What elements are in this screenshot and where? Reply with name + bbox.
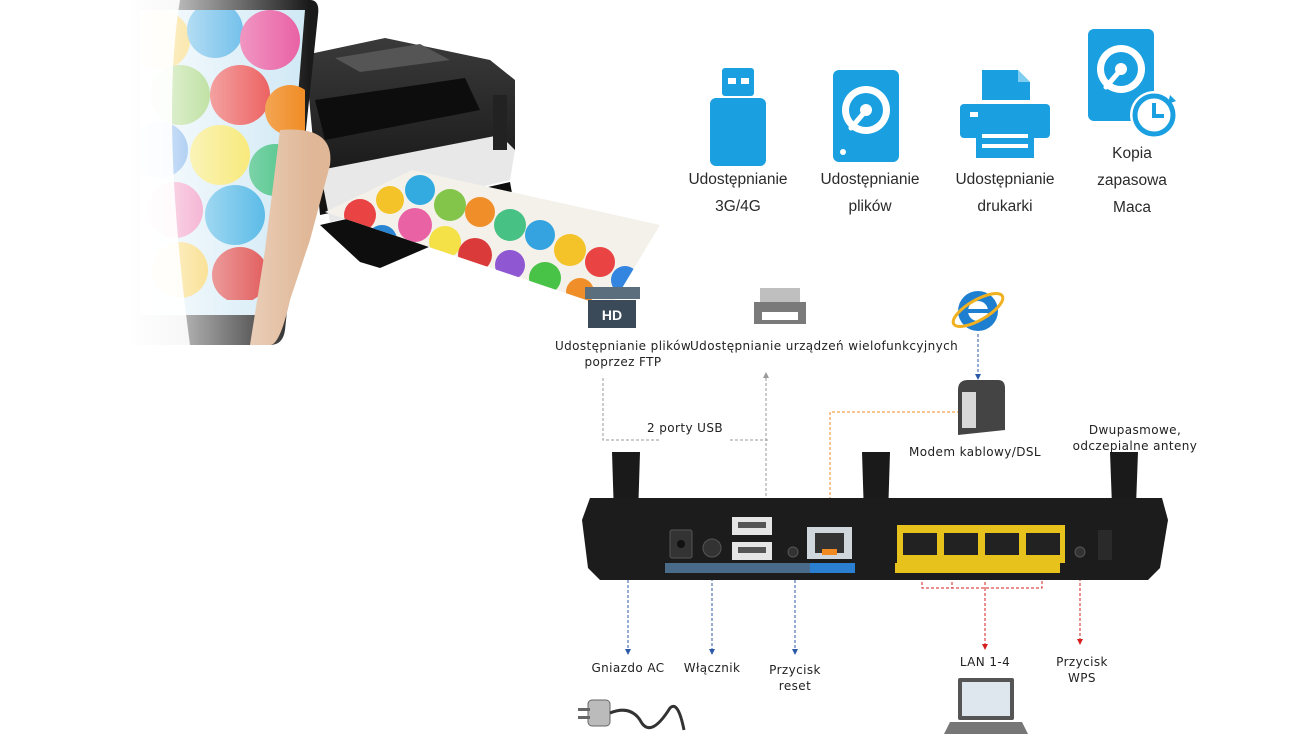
feature-3g4g: Udostępnianie 3G/4G xyxy=(668,60,808,230)
antennas-line1: Dwupasmowe, xyxy=(1088,423,1182,437)
wps-line1: Przycisk xyxy=(1056,655,1108,669)
lan-ports-label: LAN 1-4 xyxy=(959,655,1011,669)
feature-files: Udostępnianie plików xyxy=(800,60,940,230)
feature-label: Udostępnianie xyxy=(688,171,788,188)
reset-button-label: Przycisk reset xyxy=(755,662,835,694)
ftp-hd-icon: HD xyxy=(585,287,640,328)
feature-sublabel: 3G/4G xyxy=(715,198,761,215)
router-body xyxy=(582,498,1168,580)
antennas-line2: odczepialne anteny xyxy=(1072,439,1198,453)
feature-sublabel: zapasowa xyxy=(1097,172,1167,189)
feature-label: Udostępnianie xyxy=(820,171,920,188)
mfp-device-icon xyxy=(754,288,806,324)
antennas-label: Dwupasmowe, odczepialne anteny xyxy=(1062,422,1208,454)
ftp-sharing-line2: poprzez FTP xyxy=(584,355,662,369)
feature-sublabel-2: Maca xyxy=(1113,199,1151,216)
modem-label: Modem kablowy/DSL xyxy=(909,445,1041,459)
hard-disk-icon xyxy=(833,70,899,162)
reset-line2: reset xyxy=(778,679,812,693)
feature-sublabel: plików xyxy=(848,198,892,215)
usb-stick-icon xyxy=(710,68,766,166)
feature-mac-backup: Kopia zapasowa Maca xyxy=(1062,25,1202,230)
ftp-sharing-label: Udostępnianie plików poprzez FTP xyxy=(548,338,698,370)
modem-icon xyxy=(958,380,1005,435)
internet-explorer-icon xyxy=(951,291,1005,331)
backup-disk-icon xyxy=(1088,29,1178,139)
feature-printer: Udostępnianie drukarki xyxy=(935,60,1075,230)
usb-ports-label: 2 porty USB xyxy=(647,421,723,435)
laptop-icon xyxy=(944,678,1028,734)
printer-photo xyxy=(120,0,660,345)
connection-lines xyxy=(602,334,1083,655)
reset-line1: Przycisk xyxy=(769,663,821,677)
power-plug-icon xyxy=(578,699,686,731)
feature-sublabel: drukarki xyxy=(977,198,1033,215)
feature-label: Kopia xyxy=(1112,145,1152,162)
wps-line2: WPS xyxy=(1068,671,1096,685)
printer-icon xyxy=(960,70,1050,158)
ac-socket-label: Gniazdo AC xyxy=(591,661,665,675)
wps-button-label: Przycisk WPS xyxy=(1042,654,1122,686)
feature-label: Udostępnianie xyxy=(955,171,1055,188)
ftp-sharing-line1: Udostępnianie plików xyxy=(554,339,692,353)
power-switch-label: Włącznik xyxy=(683,661,741,675)
hd-icon-text: HD xyxy=(602,307,622,323)
mfp-sharing-label: Udostępnianie urządzeń wielofunkcyjnych xyxy=(690,339,959,353)
